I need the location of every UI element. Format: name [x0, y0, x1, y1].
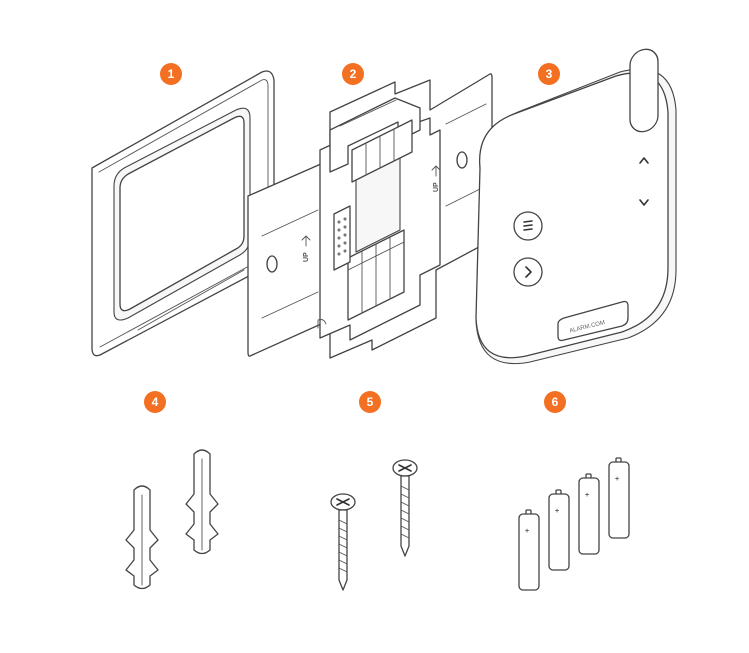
menu-icon: [523, 220, 533, 231]
menu-button[interactable]: [513, 211, 543, 241]
pin-connector: [333, 205, 351, 271]
brand-plate: ALARM.COM: [557, 300, 629, 342]
wall-anchor-1: [125, 485, 159, 590]
svg-text:2: 2: [350, 67, 357, 81]
mounting-slot-right: [456, 151, 468, 169]
next-icon: [525, 266, 532, 278]
battery-1-plus: +: [525, 528, 529, 535]
svg-text:5: 5: [367, 395, 374, 409]
svg-text:4: 4: [152, 395, 159, 409]
svg-text:UP: UP: [303, 252, 310, 262]
svg-text:6: 6: [552, 395, 559, 409]
badge-5: 5: [359, 391, 381, 413]
up-indicator-right: UP: [431, 165, 441, 192]
battery-4: +: [608, 457, 630, 539]
trim-plate: [91, 70, 275, 357]
badge-6: 6: [544, 391, 566, 413]
down-chevron-icon[interactable]: [639, 199, 649, 206]
svg-text:1: 1: [168, 67, 175, 81]
badge-4: 4: [144, 391, 166, 413]
battery-1: +: [518, 509, 540, 591]
temperature-rocker[interactable]: [629, 48, 659, 206]
svg-text:3: 3: [546, 67, 553, 81]
terminal-block-upper: [351, 119, 413, 183]
terminal-block-lower: [347, 229, 405, 321]
mounting-slot-left: [266, 255, 278, 273]
battery-2: +: [548, 489, 570, 571]
up-chevron-icon[interactable]: [639, 157, 649, 164]
next-button[interactable]: [513, 257, 543, 287]
thermostat: ALARM.COM: [475, 48, 677, 365]
svg-text:UP: UP: [433, 182, 440, 192]
up-indicator-left: UP: [301, 235, 311, 262]
badge-1: 1: [160, 63, 182, 85]
badge-2: 2: [342, 63, 364, 85]
badge-3: 3: [538, 63, 560, 85]
screw-2: [392, 459, 418, 557]
back-plate: UP UP: [247, 73, 493, 359]
screw-1: [330, 493, 356, 591]
battery-4-plus: +: [615, 476, 619, 483]
battery-3-plus: +: [585, 492, 589, 499]
wall-anchor-2: [185, 449, 219, 555]
battery-2-plus: +: [555, 508, 559, 515]
battery-3: +: [578, 473, 600, 555]
